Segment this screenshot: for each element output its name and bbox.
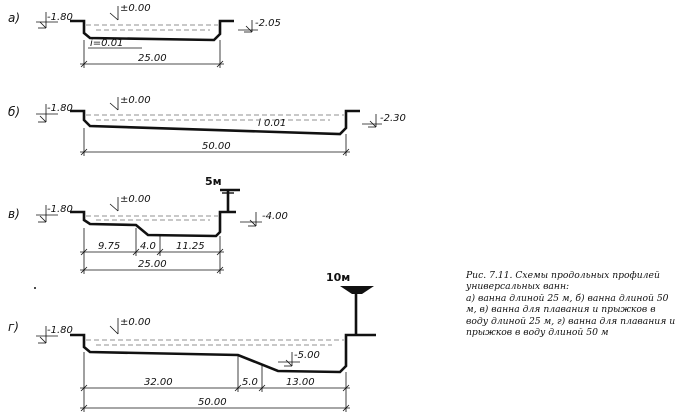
right-level-a: -2.05: [255, 18, 281, 29]
left-level-marker-a: [36, 12, 58, 29]
profile-a: а) -1.80 ±0.00 -2.05 i=0.01: [8, 3, 281, 68]
row-letter-a: а): [8, 11, 20, 25]
left-level-marker-g: [36, 326, 58, 344]
dim-v-total: 25.00: [138, 259, 167, 270]
dim-g-3: 13.00: [286, 377, 315, 388]
left-level-marker-v: [36, 205, 58, 223]
right-level-marker-g: [278, 352, 300, 367]
dim-b-total: 50.00: [202, 141, 231, 152]
left-level-g: -1.80: [47, 325, 73, 336]
dim-v-3: 11.25: [176, 241, 205, 252]
caption-title: Рис. 7.11. Схемы продольных профилей уни…: [466, 270, 660, 293]
water-level-marker-g: [109, 318, 119, 335]
tower-label-g: 10м: [326, 271, 350, 284]
profile-b: б) -1.80 ±0.00 -2.30 i 0.01: [8, 95, 406, 156]
right-level-marker-v: [240, 212, 262, 227]
profile-v: в) -1.80 ±0.00 5м -4.00: [8, 175, 288, 274]
left-level-a: -1.80: [47, 12, 73, 23]
dim-v-2: 4.0: [140, 241, 156, 252]
dim-g-1: 32.00: [144, 377, 173, 388]
row-letter-b: б): [8, 105, 20, 119]
water-level-marker-a: [109, 6, 119, 21]
figure-caption: Рис. 7.11. Схемы продольных профилей уни…: [466, 270, 680, 338]
right-level-b: -2.30: [380, 113, 406, 124]
water-level-marker-v: [109, 197, 119, 212]
right-level-v: -4.00: [262, 211, 288, 222]
pool-outline-v: [70, 210, 236, 238]
speck-dot: [34, 287, 36, 289]
left-level-v: -1.80: [47, 204, 73, 215]
water-level-v: ±0.00: [120, 194, 151, 205]
diving-tower-5m: [220, 188, 240, 212]
right-level-marker-a: [238, 20, 258, 33]
water-level-g: ±0.00: [120, 317, 151, 328]
dimension-g-segments: [80, 352, 350, 412]
profile-g: г) -1.80 ±0.00 10м -5.00: [8, 271, 376, 412]
row-letter-v: в): [8, 207, 20, 221]
dimension-b: [80, 128, 350, 156]
caption-body: а) ванна длиной 25 м, б) ванна длиной 50…: [466, 292, 676, 339]
diving-tower-10m: [340, 286, 374, 335]
water-level-a: ±0.00: [120, 3, 151, 14]
slope-b: i 0.01: [258, 118, 286, 129]
slope-a: i=0.01: [90, 38, 123, 49]
dimension-a: [80, 40, 224, 68]
dimension-v-segments: [80, 228, 224, 274]
pool-outline-b: [70, 109, 360, 136]
dimension-v-total: [80, 266, 224, 274]
left-level-b: -1.80: [47, 103, 73, 114]
dim-g-total: 50.00: [198, 397, 227, 408]
water-level-marker-b: [109, 97, 119, 111]
right-level-marker-b: [362, 114, 382, 128]
water-level-b: ±0.00: [120, 95, 151, 106]
right-level-g: -5.00: [294, 350, 320, 361]
dimension-g-total: [80, 404, 350, 412]
pool-outline-a: [70, 19, 234, 42]
left-level-marker-b: [36, 104, 58, 123]
pool-outline-g: [70, 333, 376, 374]
tower-label-v: 5м: [205, 175, 222, 188]
dim-g-2: 5.0: [242, 377, 258, 388]
row-letter-g: г): [8, 320, 19, 334]
dim-v-1: 9.75: [98, 241, 120, 252]
dim-a-total: 25.00: [138, 53, 167, 64]
